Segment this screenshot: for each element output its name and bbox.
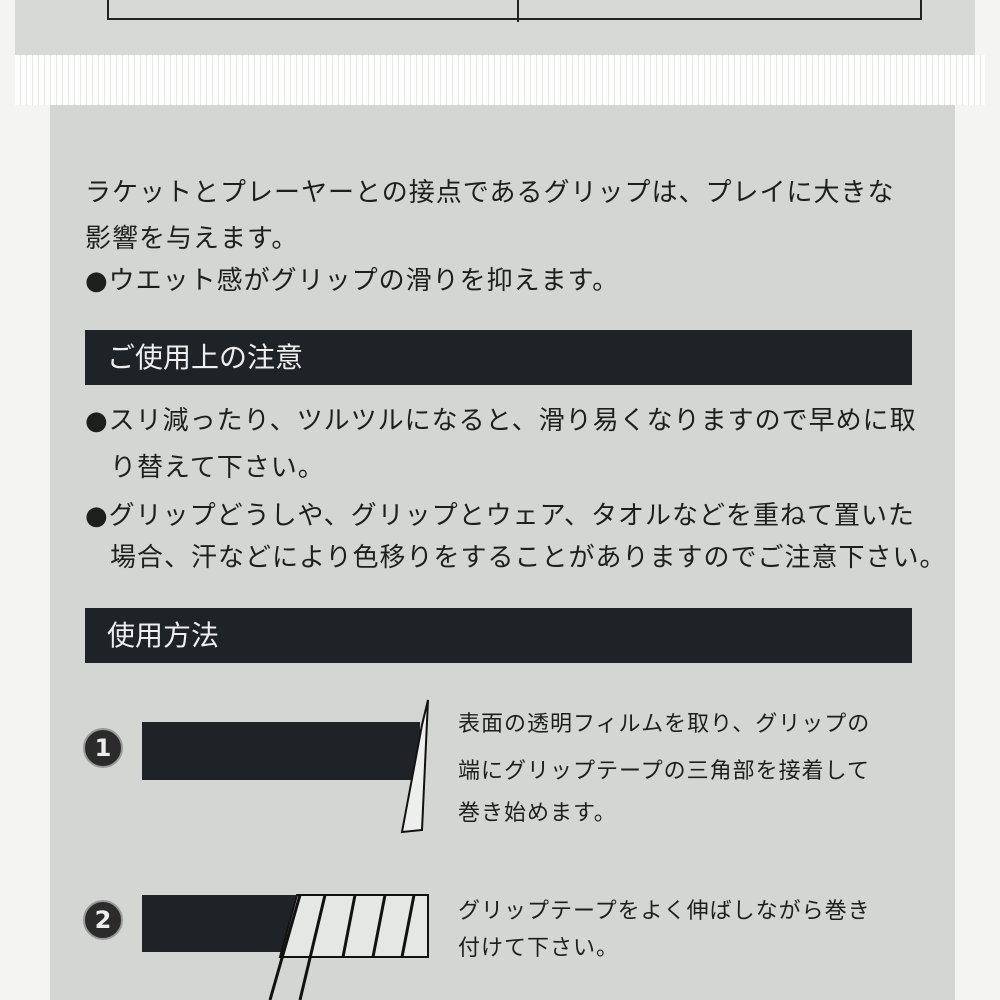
serrated-edge bbox=[15, 55, 985, 105]
step-text: グリップテープをよく伸ばしながら巻き bbox=[458, 899, 871, 924]
grip-step1-illustration bbox=[142, 699, 429, 1000]
usage-heading: 使用方法 bbox=[85, 608, 912, 663]
top-table bbox=[107, 0, 922, 22]
top-panel bbox=[15, 0, 975, 55]
step-number: 2 bbox=[83, 900, 123, 940]
caution-heading: ご使用上の注意 bbox=[85, 330, 912, 385]
step-number: 1 bbox=[83, 728, 123, 768]
step-text: 端にグリップテープの三角部を接着して bbox=[458, 759, 871, 784]
instruction-panel bbox=[50, 105, 955, 1000]
intro-line: 影響を与えます。 bbox=[85, 224, 299, 254]
step-text: 表面の透明フィルムを取り、グリップの bbox=[458, 712, 871, 737]
caution-item: 場合、汗などにより色移りをすることがありますのでご注意下さい。 bbox=[110, 543, 947, 573]
step-text: 巻き始めます。 bbox=[458, 801, 617, 826]
caution-item: ●グリップどうしや、グリップとウェア、タオルなどを重ねて置いた bbox=[85, 501, 916, 531]
caution-item: ●スリ減ったり、ツルツルになると、滑り易くなりますので早めに取 bbox=[85, 406, 917, 436]
step-text: 付けて下さい。 bbox=[458, 936, 620, 961]
intro-bullet: ●ウエット感がグリップの滑りを抑えます。 bbox=[85, 266, 620, 296]
caution-item: り替えて下さい。 bbox=[110, 453, 325, 483]
intro-line: ラケットとプレーヤーとの接点であるグリップは、プレイに大きな bbox=[85, 178, 895, 208]
